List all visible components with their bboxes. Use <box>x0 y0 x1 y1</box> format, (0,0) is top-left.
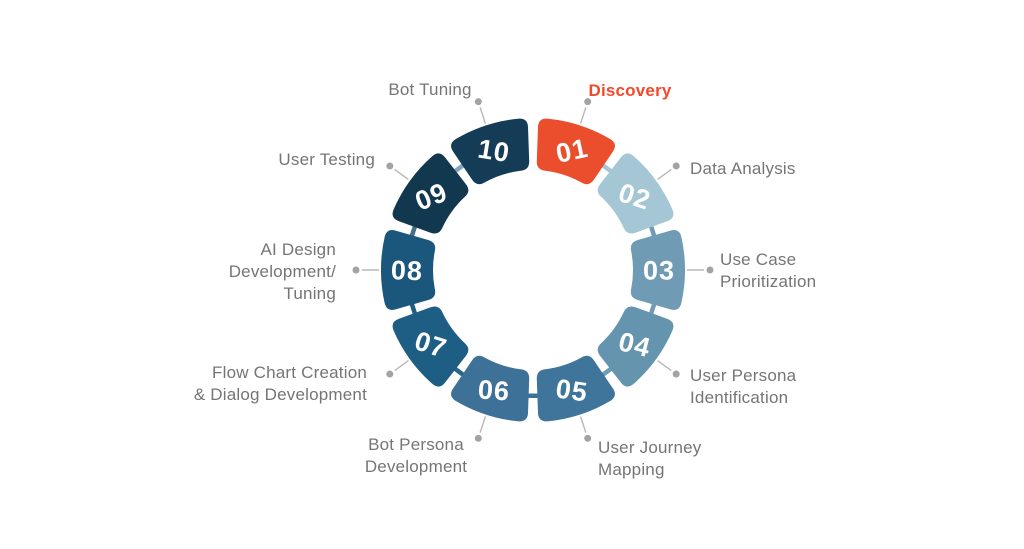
leader-line-01 <box>579 107 587 124</box>
label-line: Flow Chart Creation <box>212 363 367 382</box>
label-line: Prioritization <box>720 272 817 291</box>
leader-line-05 <box>579 416 587 433</box>
label-line: Bot Persona <box>368 435 464 454</box>
label-line: User Journey <box>598 438 702 457</box>
leader-line-09 <box>394 168 409 181</box>
label-line: Identification <box>690 388 789 407</box>
leader-dot-06 <box>474 434 482 442</box>
leader-line-10 <box>479 107 487 124</box>
leader-line-02 <box>657 168 672 181</box>
ring-segment-10 <box>451 118 530 185</box>
label-line: Mapping <box>598 460 665 479</box>
ring-segment-01 <box>536 118 615 185</box>
leader-line-06 <box>479 416 487 433</box>
leader-dot-10 <box>474 98 482 106</box>
leader-line-07 <box>394 359 409 372</box>
ring-segment-07 <box>392 306 469 387</box>
ring-segment-03 <box>630 230 686 310</box>
segment-number-01: 01 <box>553 133 591 169</box>
ring-segment-02 <box>597 153 674 234</box>
leader-dot-05 <box>584 434 592 442</box>
segment-label-01: Discovery <box>588 80 671 102</box>
ring-segment-08 <box>380 230 436 310</box>
leader-dot-04 <box>672 370 680 378</box>
leader-lines <box>352 98 714 442</box>
segment-number-06: 06 <box>477 374 511 406</box>
label-line: Development/ <box>228 262 336 281</box>
label-line: Use Case <box>720 250 797 269</box>
leader-dot-09 <box>386 162 394 170</box>
ring-segment-05 <box>536 355 615 422</box>
label-line: AI Design <box>260 240 336 259</box>
segment-label-02: Data Analysis <box>690 158 796 180</box>
leader-dot-08 <box>352 266 360 274</box>
label-line: Bot Tuning <box>388 80 472 99</box>
ring-segment-09 <box>392 153 469 234</box>
leader-line-04 <box>657 359 672 372</box>
segment-number-08: 08 <box>390 255 423 286</box>
leader-dot-01 <box>584 98 592 106</box>
segment-label-10: Bot Tuning <box>388 79 471 101</box>
label-line: User Testing <box>278 150 375 169</box>
label-line: Discovery <box>588 81 672 100</box>
segment-label-07: Flow Chart Creation & Dialog Development <box>194 362 367 406</box>
label-line: Data Analysis <box>690 159 796 178</box>
label-line: User Persona <box>690 366 797 385</box>
leader-dot-02 <box>672 162 680 170</box>
segment-number-03: 03 <box>643 256 675 286</box>
segment-number-05: 05 <box>554 373 590 407</box>
label-line: Development <box>364 457 468 476</box>
segment-number-10: 10 <box>476 134 512 169</box>
segment-label-09: User Testing <box>278 149 375 171</box>
ring-segments <box>380 118 686 422</box>
ring-segment-06 <box>451 355 530 422</box>
label-line: & Dialog Development <box>193 385 367 404</box>
leader-dot-07 <box>386 370 394 378</box>
label-line: Tuning <box>283 284 336 303</box>
leader-dot-03 <box>706 266 714 274</box>
ring-segment-04 <box>597 306 674 387</box>
